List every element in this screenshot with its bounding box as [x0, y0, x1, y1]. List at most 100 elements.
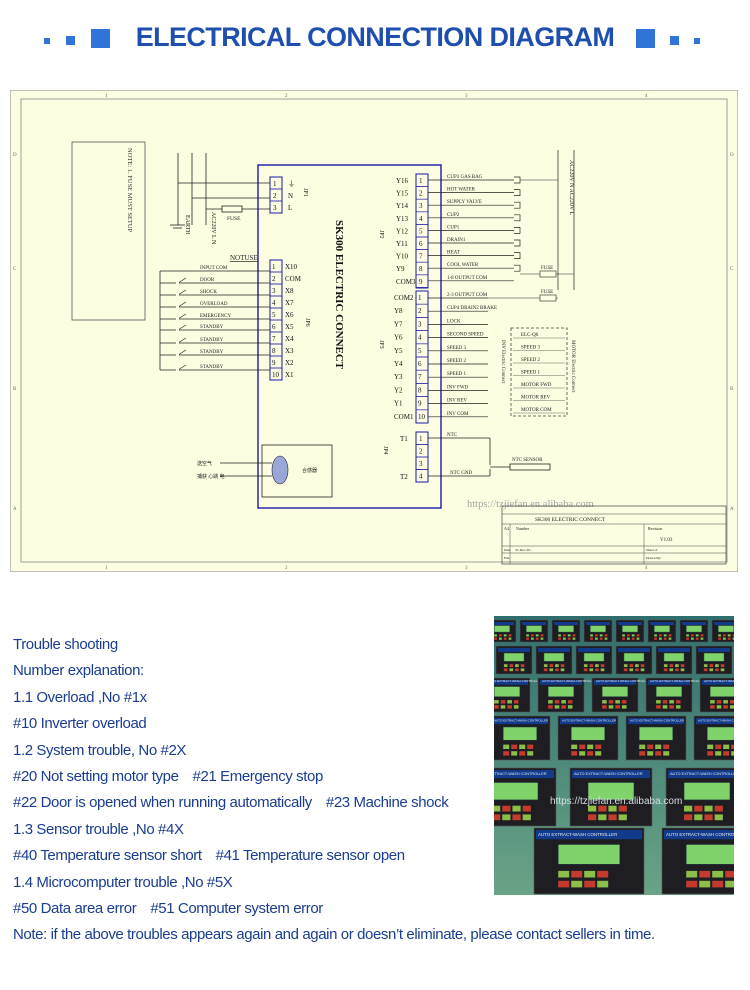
device-button — [500, 700, 506, 704]
device-button — [608, 700, 614, 704]
device-button — [715, 751, 722, 756]
device-lcd — [706, 726, 734, 741]
device-lcd — [494, 782, 539, 801]
device-button — [494, 637, 497, 640]
device-button — [590, 634, 593, 637]
device-button — [587, 744, 594, 749]
device-button — [690, 637, 694, 640]
decor-square — [670, 36, 679, 45]
device-header-strip — [714, 622, 734, 626]
device-label: AUTO EXTRACT-WASH CONTROLLER — [494, 772, 547, 776]
titleblock-sheet: Sheet of — [646, 548, 658, 552]
device-lcd — [683, 782, 731, 801]
device-lcd — [570, 726, 606, 741]
device-button — [680, 668, 685, 672]
controller-title: SK300 ELECTRIC CONNECT — [333, 220, 345, 370]
jp3-output-label: LOCK — [447, 319, 461, 324]
input-label: STANDBY — [200, 325, 224, 330]
device-lcd — [587, 782, 635, 801]
jp2-output-label: HEAT — [447, 251, 460, 256]
device-header-strip — [572, 770, 650, 779]
device-button — [598, 814, 607, 821]
device-button — [723, 744, 730, 749]
jp2-term: Y15 — [396, 190, 409, 198]
motor-box — [510, 327, 568, 417]
device-button — [594, 637, 598, 640]
jp3-term: Y2 — [394, 386, 403, 394]
titleblock-name: SK300 ELECTRIC CONNECT — [535, 517, 606, 523]
trouble-text: #50 Data area error — [13, 899, 137, 917]
trouble-line: #40 Temperature sensor short#41 Temperat… — [13, 843, 713, 869]
device-button — [562, 637, 566, 640]
jp3-pin: 10 — [418, 413, 426, 421]
ruler-number: 3 — [465, 94, 468, 99]
device-button — [519, 744, 526, 749]
device-lcd — [703, 652, 725, 662]
device-label: AUTO EXTRACT-WASH CONTROLLER — [670, 772, 734, 776]
trouble-line: #50 Data area error#51 Computer system e… — [13, 896, 713, 922]
jp2-pin: 9 — [419, 278, 423, 286]
device-button — [498, 637, 502, 640]
device-button — [725, 870, 734, 878]
jp2-output-label: CUP3 GAS BAG — [447, 175, 483, 180]
jp1-term: L — [288, 204, 292, 212]
controller-box — [257, 164, 442, 509]
motor-box-label: ELC-Q6 — [521, 333, 539, 338]
device-button — [503, 668, 508, 672]
device-button — [503, 744, 510, 749]
input-switches: INPUT COMDOORSHOCKOVERLOADEMERGENCYSTAND… — [159, 266, 270, 372]
jp3-output-label: INV COM — [447, 412, 469, 417]
device-lcd — [502, 726, 538, 741]
jp1-pin: 3 — [273, 204, 277, 212]
device-button — [571, 870, 583, 878]
jp6-pin: 4 — [272, 299, 276, 307]
device-button — [600, 664, 605, 667]
ac-left-label: AC220V L N — [210, 212, 216, 245]
jp2-output-label: SUPPLY VALVE — [447, 200, 482, 205]
device-button — [509, 664, 514, 667]
jp3-term: Y5 — [394, 347, 403, 355]
device-header-strip — [682, 622, 706, 626]
product-photo: AUTO EXTRACT-WASH CONTROLLER AUTO EXTRACT… — [494, 616, 734, 895]
device-header-strip — [494, 770, 554, 779]
jp6-pin: 8 — [272, 347, 276, 355]
fuse-label: FUSE — [227, 216, 241, 222]
device-header-strip — [536, 830, 642, 840]
device-button — [626, 637, 630, 640]
jp2-pin: 2 — [419, 190, 423, 198]
trouble-line: Note: if the above troubles appears agai… — [13, 922, 713, 948]
jp3-output-label: INV REV — [447, 399, 467, 404]
device-button — [604, 634, 608, 637]
trouble-text: #23 Machine shock — [325, 794, 449, 812]
device-button — [540, 637, 544, 640]
ruler-letter: A — [730, 507, 734, 512]
device-button — [662, 700, 668, 704]
device-button — [686, 634, 689, 637]
titleblock-drawn: Drawn By: — [646, 556, 661, 560]
controller-devices: AUTO EXTRACT-WASH CONTROLLER AUTO EXTRACT… — [494, 619, 734, 895]
jp6-term: COM — [285, 275, 302, 283]
ruler-letter: A — [13, 507, 17, 512]
decor-square — [91, 29, 110, 48]
device-button — [503, 664, 508, 667]
device-button — [527, 744, 534, 749]
device-button — [663, 634, 667, 637]
ruler-number: 1 — [105, 94, 108, 99]
device-lcd — [503, 652, 525, 662]
jp6-pin: 7 — [272, 335, 276, 343]
device-button — [636, 637, 640, 640]
device-lcd — [685, 844, 734, 865]
jp6-pin: 1 — [272, 263, 276, 271]
fuse-label-jp3: FUSE — [541, 290, 553, 295]
device-button — [704, 814, 713, 821]
input-label: INPUT COM — [200, 266, 228, 271]
device-button — [621, 705, 627, 709]
device-button — [597, 870, 609, 878]
device-button — [718, 637, 721, 640]
device-button — [511, 751, 518, 756]
device-lcd — [601, 686, 629, 697]
